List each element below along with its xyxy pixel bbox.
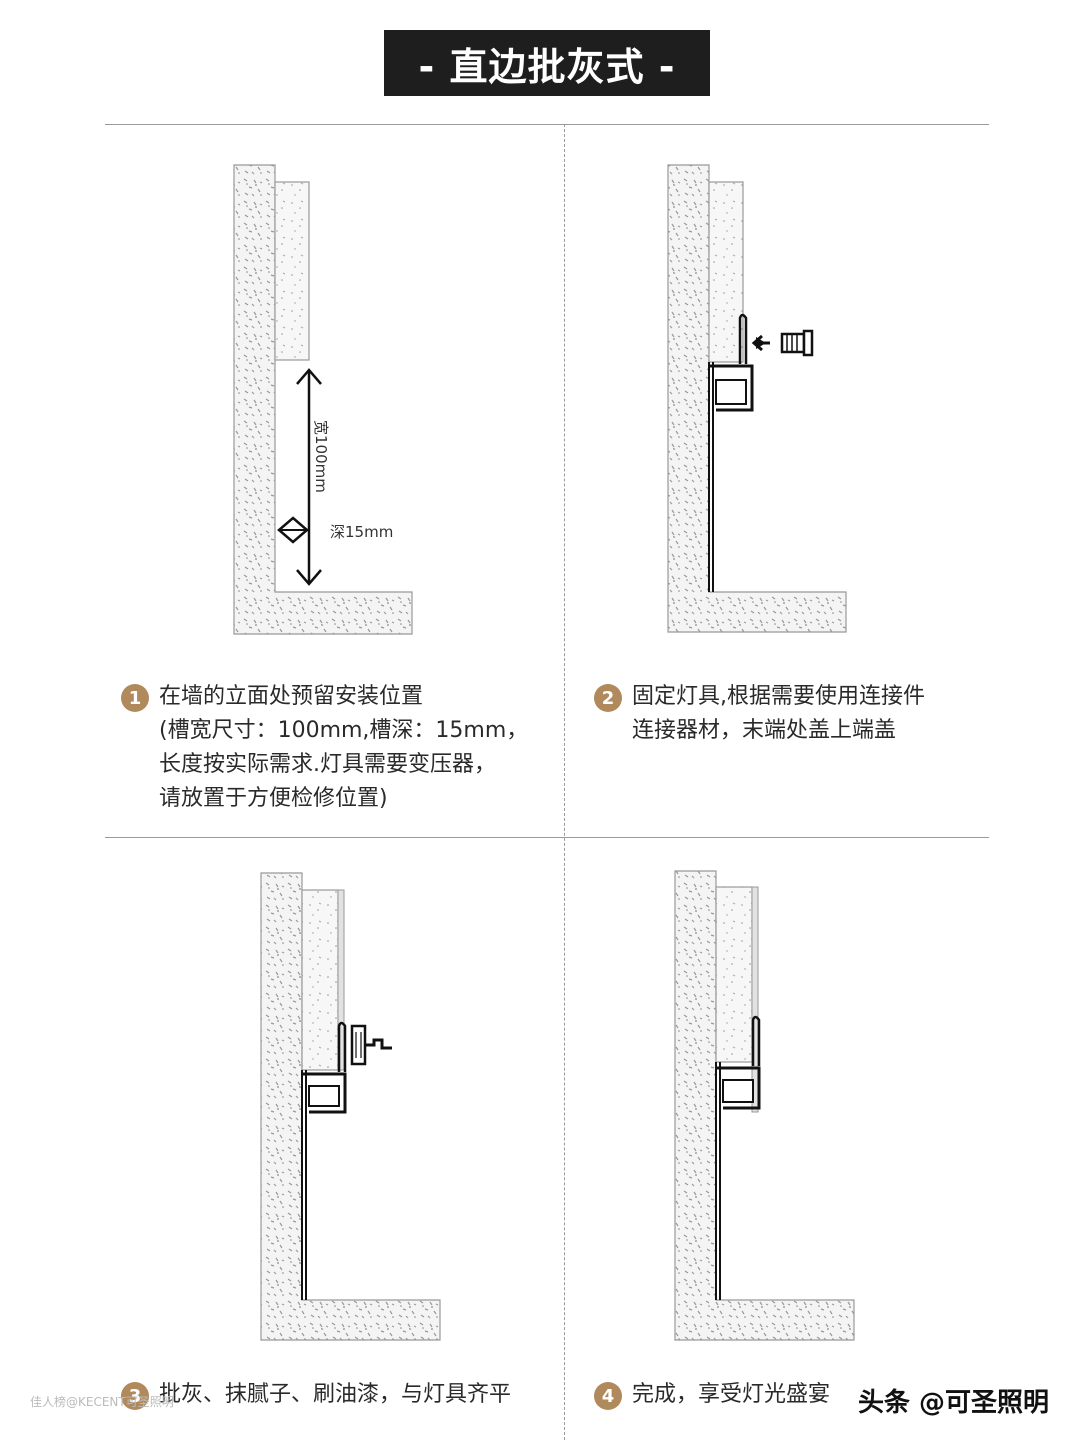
step-3-text: 批灰、抹腻子、刷油漆，与灯具齐平	[159, 1378, 511, 1412]
watermark: 头条 @可圣照明	[858, 1388, 1050, 1418]
depth-dimension-label: 深15mm	[330, 523, 394, 541]
middle-divider	[105, 837, 989, 838]
step-1-line-2: (槽宽尺寸：100mm,槽深：15mm，	[159, 718, 529, 743]
step-4: 4 完成，享受灯光盛宴	[594, 1378, 830, 1412]
step-3-badge: 3	[121, 1382, 149, 1410]
page-title: - 直边批灰式 -	[384, 30, 710, 96]
center-divider	[564, 124, 565, 1440]
step-2-line-2: 连接器材，末端处盖上端盖	[632, 718, 897, 743]
step-1-line-3: 长度按实际需求.灯具需要变压器，	[159, 752, 496, 777]
step-3: 3 批灰、抹腻子、刷油漆，与灯具齐平	[121, 1378, 511, 1412]
step-2-text: 固定灯具,根据需要使用连接件 连接器材，末端处盖上端盖	[632, 680, 925, 748]
figure-4-finished	[674, 870, 855, 1341]
step-2-badge: 2	[594, 684, 622, 712]
figure-3-plastering	[260, 872, 441, 1341]
step-1-line-4: 请放置于方便检修位置)	[159, 786, 388, 811]
figure-1-groove	[233, 164, 413, 635]
step-2: 2 固定灯具,根据需要使用连接件 连接器材，末端处盖上端盖	[594, 680, 925, 748]
step-4-line-1: 完成，享受灯光盛宴	[632, 1382, 831, 1407]
step-1: 1 在墙的立面处预留安装位置 (槽宽尺寸：100mm,槽深：15mm， 长度按实…	[121, 680, 528, 816]
step-1-line-1: 在墙的立面处预留安装位置	[159, 684, 424, 709]
width-dimension-label: 宽100mm	[312, 420, 330, 493]
step-4-text: 完成，享受灯光盛宴	[632, 1378, 830, 1412]
step-4-badge: 4	[594, 1382, 622, 1410]
step-2-line-1: 固定灯具,根据需要使用连接件	[632, 684, 925, 709]
figure-2-fixture-install	[667, 164, 847, 633]
step-1-badge: 1	[121, 684, 149, 712]
step-1-text: 在墙的立面处预留安装位置 (槽宽尺寸：100mm,槽深：15mm， 长度按实际需…	[159, 680, 528, 816]
step-3-line-1: 批灰、抹腻子、刷油漆，与灯具齐平	[159, 1382, 512, 1407]
top-divider	[105, 124, 989, 125]
watermark-left: 佳人榜@KECENT可圣照明	[30, 1395, 174, 1409]
